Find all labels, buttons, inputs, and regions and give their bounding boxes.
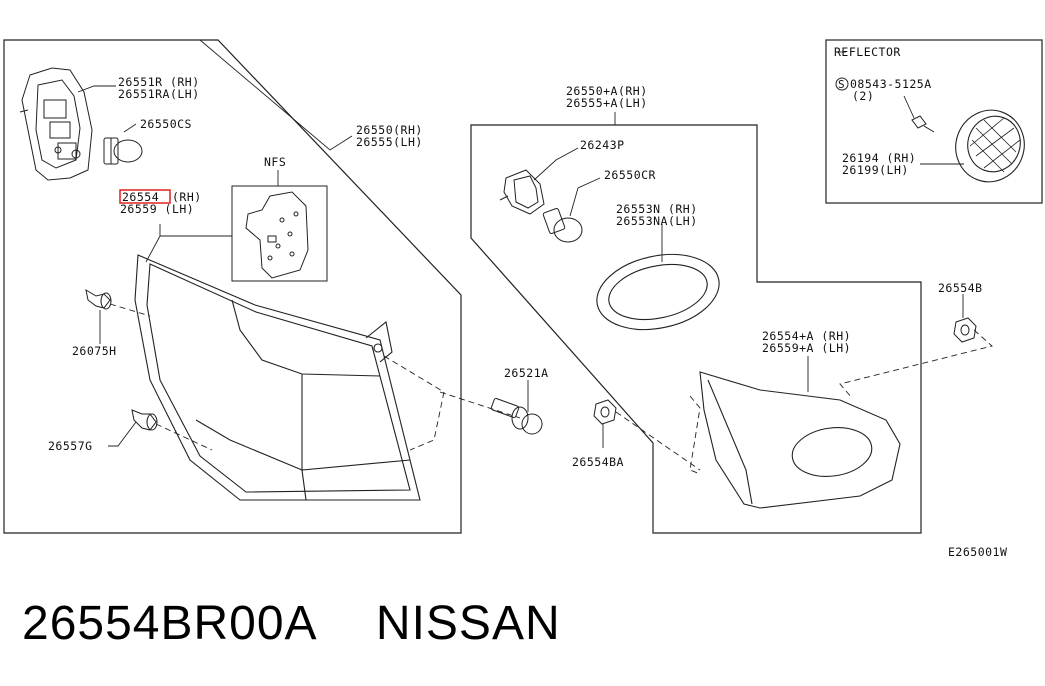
lamp-assy-drawing xyxy=(19,67,93,181)
callout-selected-part[interactable]: 26554 xyxy=(122,190,159,204)
callout-inner-lens-rh: 26554+A (RH) xyxy=(762,329,851,343)
callout-nut-b: 26554B xyxy=(938,281,983,295)
nut-b-drawing xyxy=(953,317,977,343)
screw-drawing xyxy=(911,115,935,133)
caption: 26554BR00A NISSAN xyxy=(22,596,561,651)
callout-nut-ba: 26554BA xyxy=(572,455,624,469)
nut-ba-drawing xyxy=(593,399,617,425)
socket-drawing xyxy=(499,169,545,215)
nfs-board-drawing xyxy=(245,191,309,279)
callout-gasket-rh: 26553N (RH) xyxy=(616,202,698,216)
callout-inner-lens-lh: 26559+A (LH) xyxy=(762,341,851,355)
bulb-cs-drawing xyxy=(103,137,143,165)
callout-selected-part-suffix: (RH) xyxy=(172,190,202,204)
screw-symbol-circle xyxy=(835,77,849,91)
callout-lamp-assy-rh: 26551R (RH) xyxy=(118,75,200,89)
callout-grommet-g: 26557G xyxy=(48,439,93,453)
assembly-dashed-lines xyxy=(109,303,993,475)
inner-lens-drawing xyxy=(699,371,901,509)
callout-lamp-assy-lh: 26551RA(LH) xyxy=(118,87,200,101)
callout-lens-lh: 26559 (LH) xyxy=(120,202,194,216)
caption-brand: NISSAN xyxy=(375,597,561,650)
callout-reflector-rh: 26194 (RH) xyxy=(842,151,916,165)
callout-outer-lamp-rh: 26550(RH) xyxy=(356,123,423,137)
bolt-drawing xyxy=(490,397,543,435)
diagram-code: E265001W xyxy=(948,545,1007,559)
gasket-drawing xyxy=(596,253,720,331)
selected-part-highlight[interactable] xyxy=(119,189,171,204)
reflector-inset-box xyxy=(825,39,1043,204)
outer-lamp-panel xyxy=(3,39,462,534)
callout-socket: 26243P xyxy=(580,138,625,152)
callout-screw: 08543-5125A xyxy=(850,77,932,91)
nfs-board-box xyxy=(231,185,328,282)
callout-outer-lamp-lh: 26555(LH) xyxy=(356,135,423,149)
callout-bolt: 26521A xyxy=(504,366,549,380)
bulb-cr-drawing xyxy=(542,207,583,243)
callout-screw-qty: (2) xyxy=(852,89,874,103)
callout-nfs: NFS xyxy=(264,155,286,169)
grommet-g-drawing xyxy=(131,409,158,431)
callout-clip-h: 26075H xyxy=(72,344,117,358)
callout-bulb-cs: 26550CS xyxy=(140,117,192,131)
inner-lamp-panel xyxy=(470,124,922,534)
leader-lines xyxy=(77,39,964,448)
clip-h-drawing xyxy=(85,288,112,310)
callout-reflector-lh: 26199(LH) xyxy=(842,163,909,177)
caption-part-number: 26554BR00A xyxy=(22,597,318,650)
callout-gasket-lh: 26553NA(LH) xyxy=(616,214,698,228)
callout-inner-lamp-rh: 26550+A(RH) xyxy=(566,84,648,98)
reflector-drawing xyxy=(955,109,1025,183)
callout-bulb-cr: 26550CR xyxy=(604,168,656,182)
callout-inner-lamp-lh: 26555+A(LH) xyxy=(566,96,648,110)
screw-symbol: S xyxy=(838,78,845,91)
outer-lens-drawing xyxy=(134,254,421,501)
reflector-title: REFLECTOR xyxy=(834,45,901,59)
